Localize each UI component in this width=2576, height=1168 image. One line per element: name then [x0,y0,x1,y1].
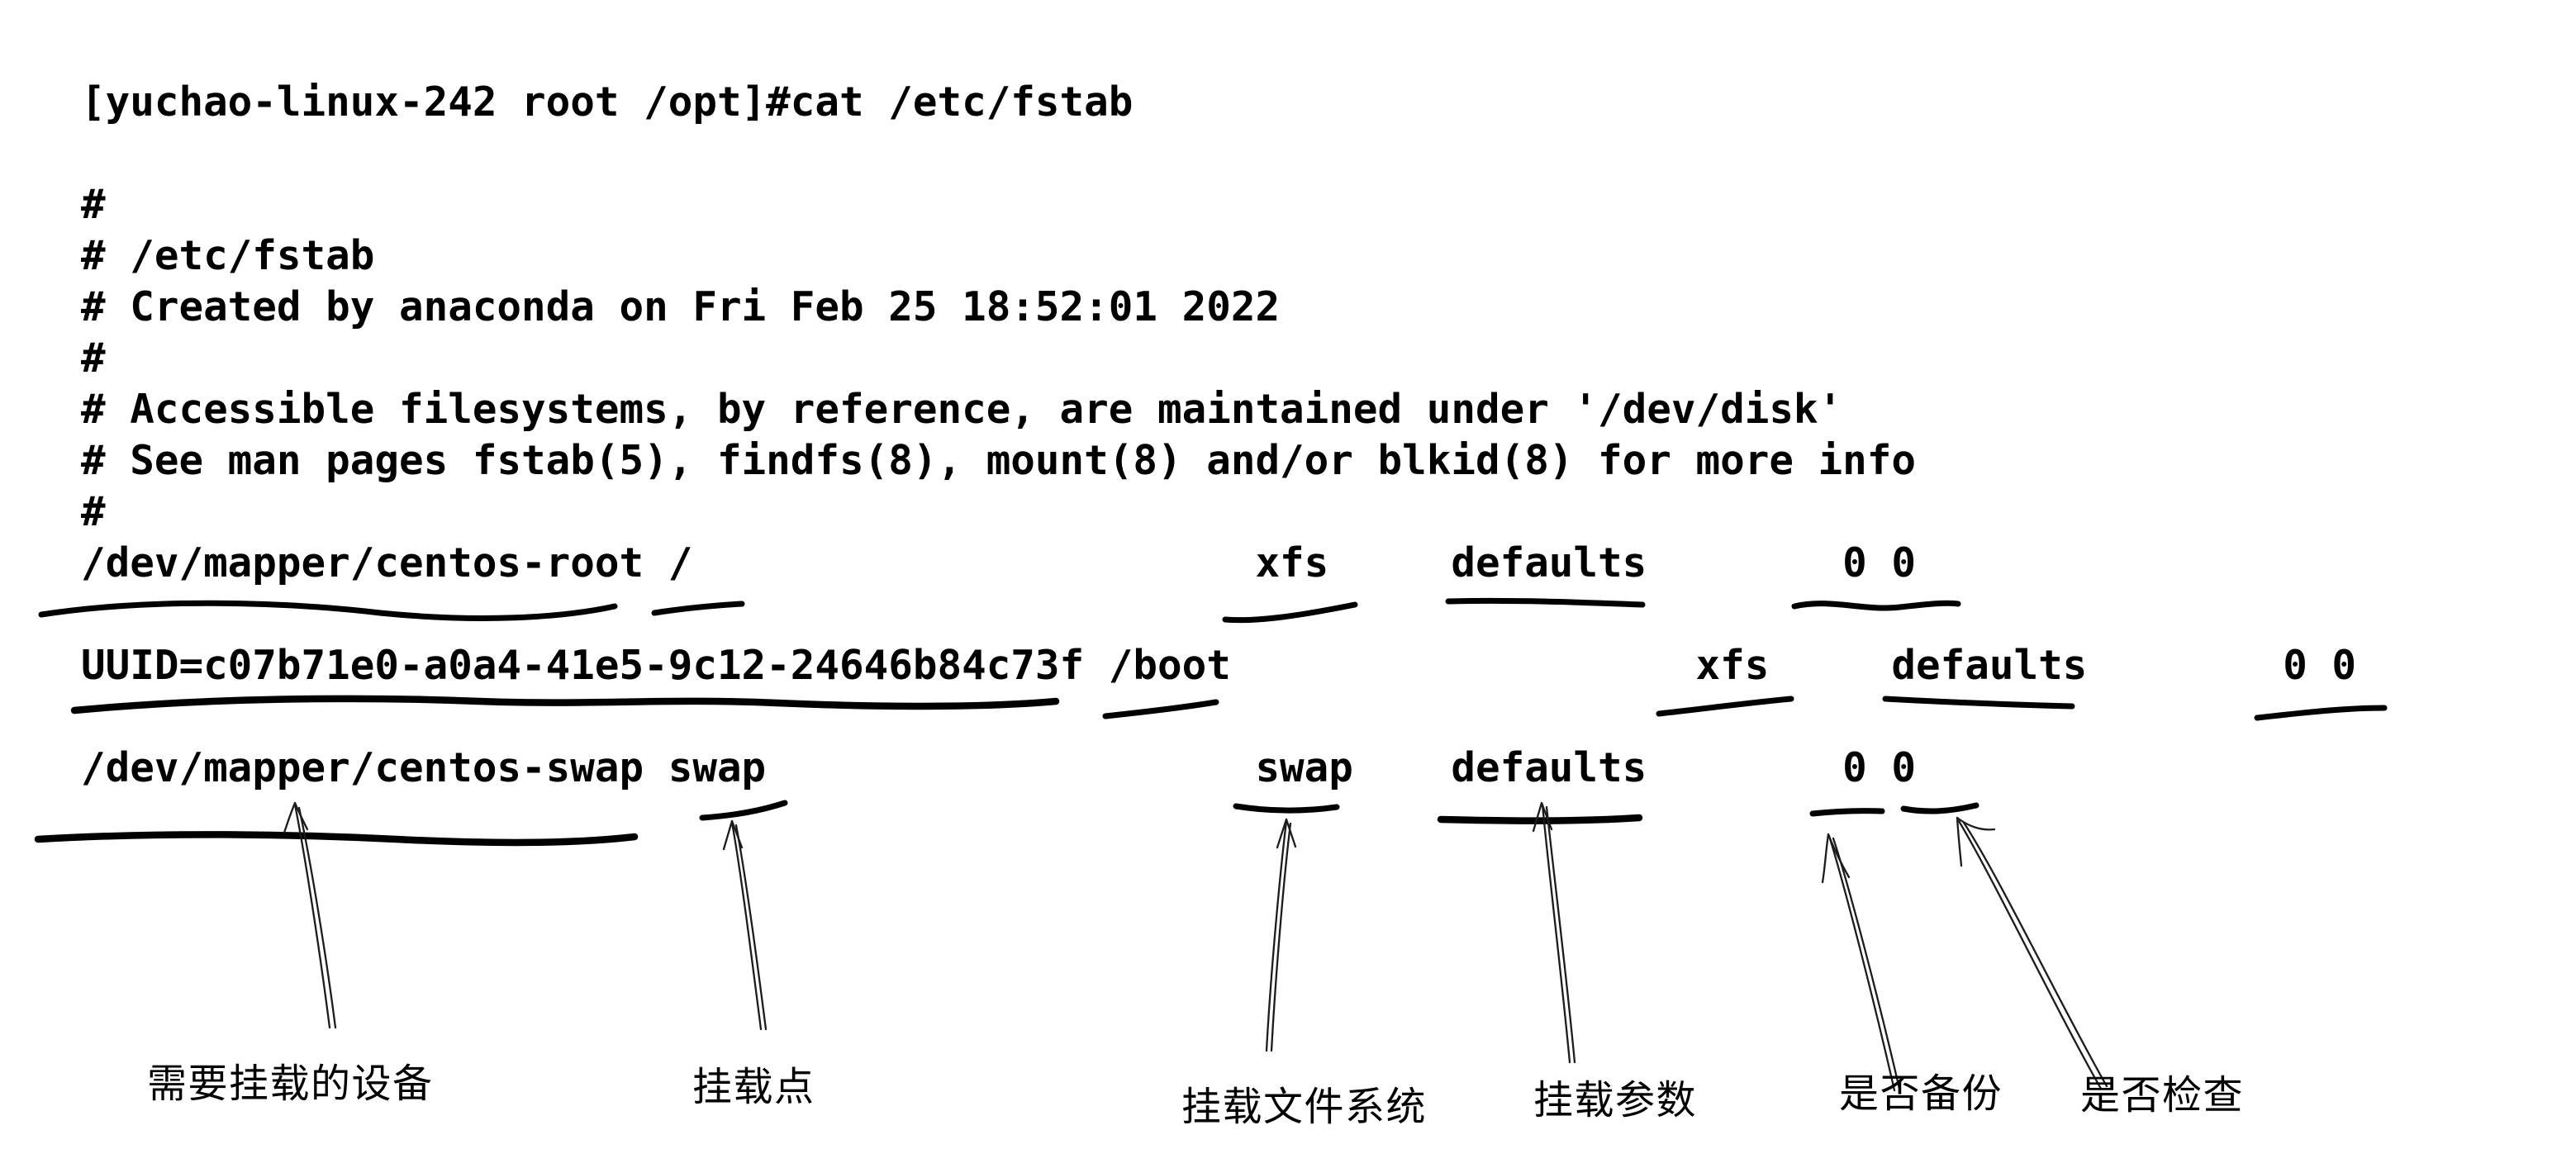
terminal-line: # Created by anaconda on Fri Feb 25 18:5… [81,283,1281,330]
underline-swap-pass [1900,802,1980,814]
terminal-line [81,691,2356,742]
fstab-row-swap: /dev/mapper/centos-swap swap swap defaul… [81,743,1917,791]
annotation-label-mount-point: 挂载点 [692,1066,815,1109]
arrow-pass [1956,816,2108,1090]
terminal-line [81,588,2356,639]
terminal-line: # See man pages fstab(5), findfs(8), mou… [81,436,1917,484]
annotation-label-pass: 是否检查 [2080,1074,2245,1118]
terminal-line: # /etc/fstab [81,231,375,279]
terminal-line: # [81,180,106,228]
underline-swap-mountpoint [699,800,788,821]
arrow-mount-point [722,819,768,1031]
annotation-label-filesystem: 挂载文件系统 [1181,1085,1428,1129]
underline-swap-fstype [1233,803,1340,814]
terminal-line: # Accessible filesystems, by reference, … [81,385,1843,433]
terminal-line: # [81,334,106,382]
fstab-row-root: /dev/mapper/centos-root / xfs defaults 0… [81,539,1917,586]
annotation-label-dump: 是否备份 [1839,1072,2003,1116]
underline-swap-device [34,831,639,847]
arrow-device [283,801,337,1029]
underline-swap-options [1437,814,1643,824]
terminal-line [81,127,2356,178]
fstab-row-boot: UUID=c07b71e0-a0a4-41e5-9c12-24646b84c73… [81,641,2357,689]
terminal-line: # [81,487,106,535]
underline-swap-dump [1809,808,1885,817]
arrow-dump [1821,833,1901,1092]
terminal-prompt-line: [yuchao-linux-242 root /opt]#cat /etc/fs… [81,78,1134,126]
arrow-filesystem [1265,818,1297,1052]
terminal-output[interactable]: [yuchao-linux-242 root /opt]#cat /etc/fs… [81,76,2356,793]
annotation-label-options: 挂载参数 [1533,1079,1698,1123]
annotation-label-device: 需要挂载的设备 [147,1062,434,1106]
arrow-options [1532,801,1576,1064]
